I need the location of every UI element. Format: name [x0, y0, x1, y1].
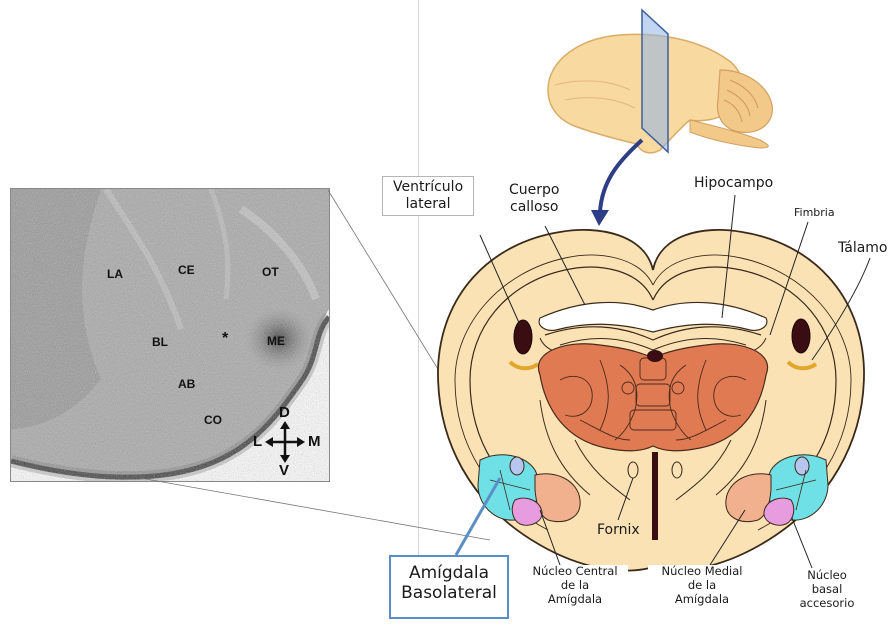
zoom-line-lower — [140, 478, 490, 540]
label-fimbria: Fimbria — [794, 206, 835, 219]
label-hipocampo: Hipocampo — [694, 175, 773, 191]
label-nucleo-central: Núcleo Central de la Amígdala — [522, 565, 628, 606]
label-talamo: Tálamo — [838, 240, 893, 256]
whole-brain-sketch — [548, 10, 772, 153]
label-fornix: Fornix — [597, 522, 640, 538]
amigdala-basolateral-box: Amígdala Basolateral — [389, 555, 509, 619]
label-ventriculo-lateral: Ventrículo lateral — [382, 176, 474, 216]
label-nucleo-basal: Núcleo basal accesorio — [790, 569, 864, 610]
label-nucleo-medial: Núcleo Medial de la Amígdala — [648, 565, 756, 606]
label-cuerpo-calloso: Cuerpo calloso — [505, 182, 563, 216]
slice-arrow-head — [591, 210, 609, 226]
slice-arrow — [600, 140, 642, 212]
coronal-section — [438, 230, 864, 571]
leader-nucleo-basal — [792, 518, 812, 568]
